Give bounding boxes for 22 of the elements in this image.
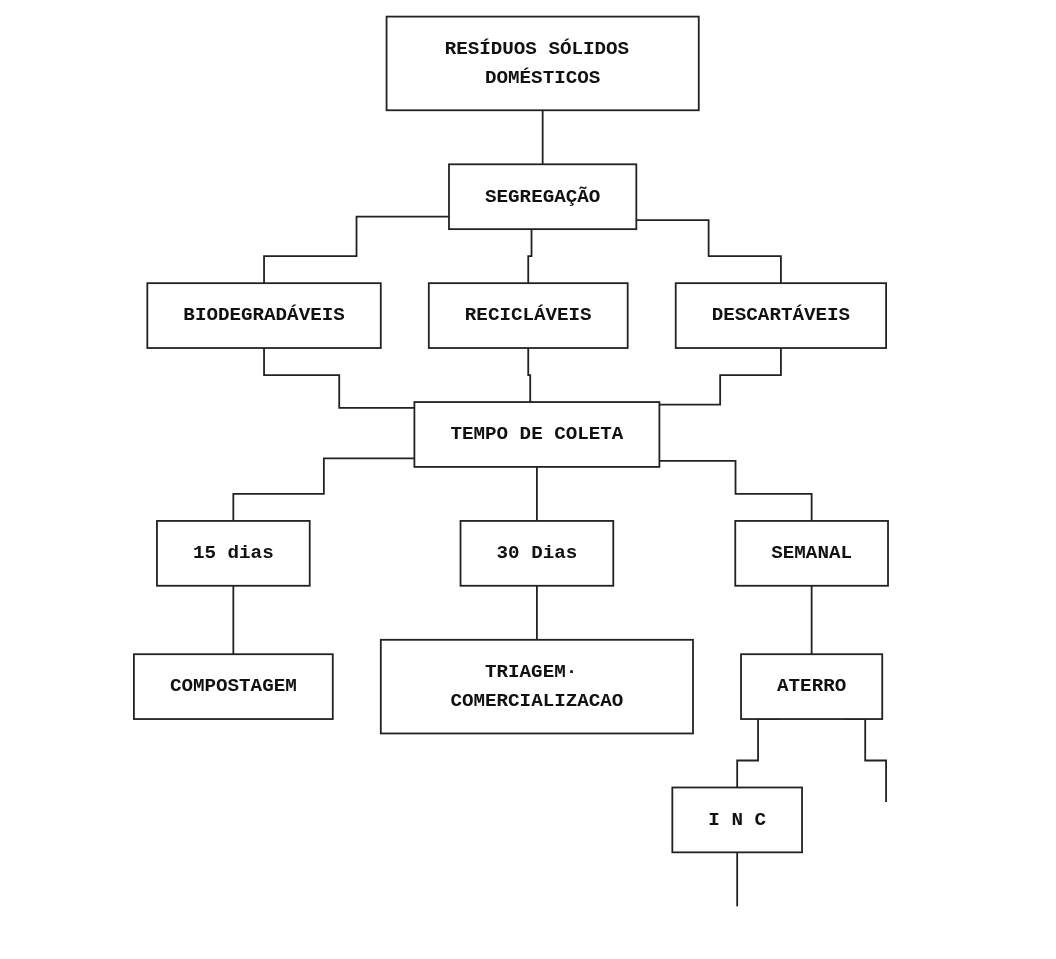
node-box bbox=[427, 282, 629, 349]
node-box bbox=[156, 520, 311, 587]
connector bbox=[232, 584, 235, 656]
node-box bbox=[734, 520, 889, 587]
node-box bbox=[448, 163, 638, 231]
connector bbox=[536, 584, 538, 641]
connector bbox=[536, 466, 538, 522]
node-box bbox=[740, 653, 884, 720]
connector bbox=[658, 347, 782, 406]
node-box bbox=[671, 786, 803, 854]
node-box bbox=[146, 282, 382, 349]
connector bbox=[527, 347, 534, 403]
flowchart: RESÍDUOS SÓLIDOS DOMÉSTICOS SEGREGAÇÃO BIODEGRADÁVEIS RECICLÁVEIS DESCARTÁVEIS TEMPO DE COLETA 15 dias 30 Dias SEMANAL COMPOSTAGEM TRIAGEM· COMERCIALIZACAO ATERRO I N C bbox=[8, 7, 1048, 952]
connector bbox=[541, 109, 544, 166]
connector bbox=[810, 584, 813, 656]
node-box bbox=[133, 653, 334, 720]
node-box bbox=[413, 401, 661, 468]
node-box bbox=[674, 282, 887, 349]
node-box bbox=[379, 638, 694, 735]
node-box bbox=[459, 520, 615, 587]
node-box bbox=[385, 15, 700, 112]
connector bbox=[736, 851, 739, 908]
